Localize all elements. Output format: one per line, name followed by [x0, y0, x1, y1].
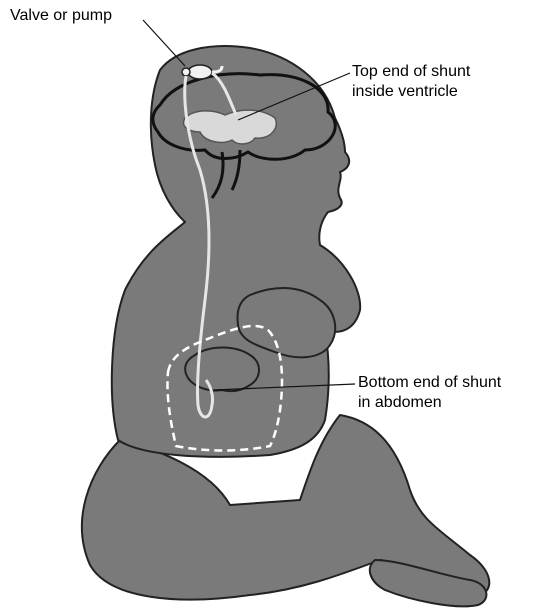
top-end-label-line1: Top end of shunt: [352, 62, 470, 82]
bottom-end-label-line1: Bottom end of shunt: [358, 373, 501, 393]
valve-leader-line: [143, 20, 185, 66]
valve-label: Valve or pump: [10, 6, 112, 26]
top-end-label-line2: inside ventricle: [352, 82, 470, 102]
top-end-label: Top end of shunt inside ventricle: [352, 62, 470, 102]
bottom-end-label-line2: in abdomen: [358, 393, 501, 413]
baby-head-torso: [112, 46, 360, 457]
baby-silhouette: [82, 46, 489, 606]
bottom-end-label: Bottom end of shunt in abdomen: [358, 373, 501, 413]
